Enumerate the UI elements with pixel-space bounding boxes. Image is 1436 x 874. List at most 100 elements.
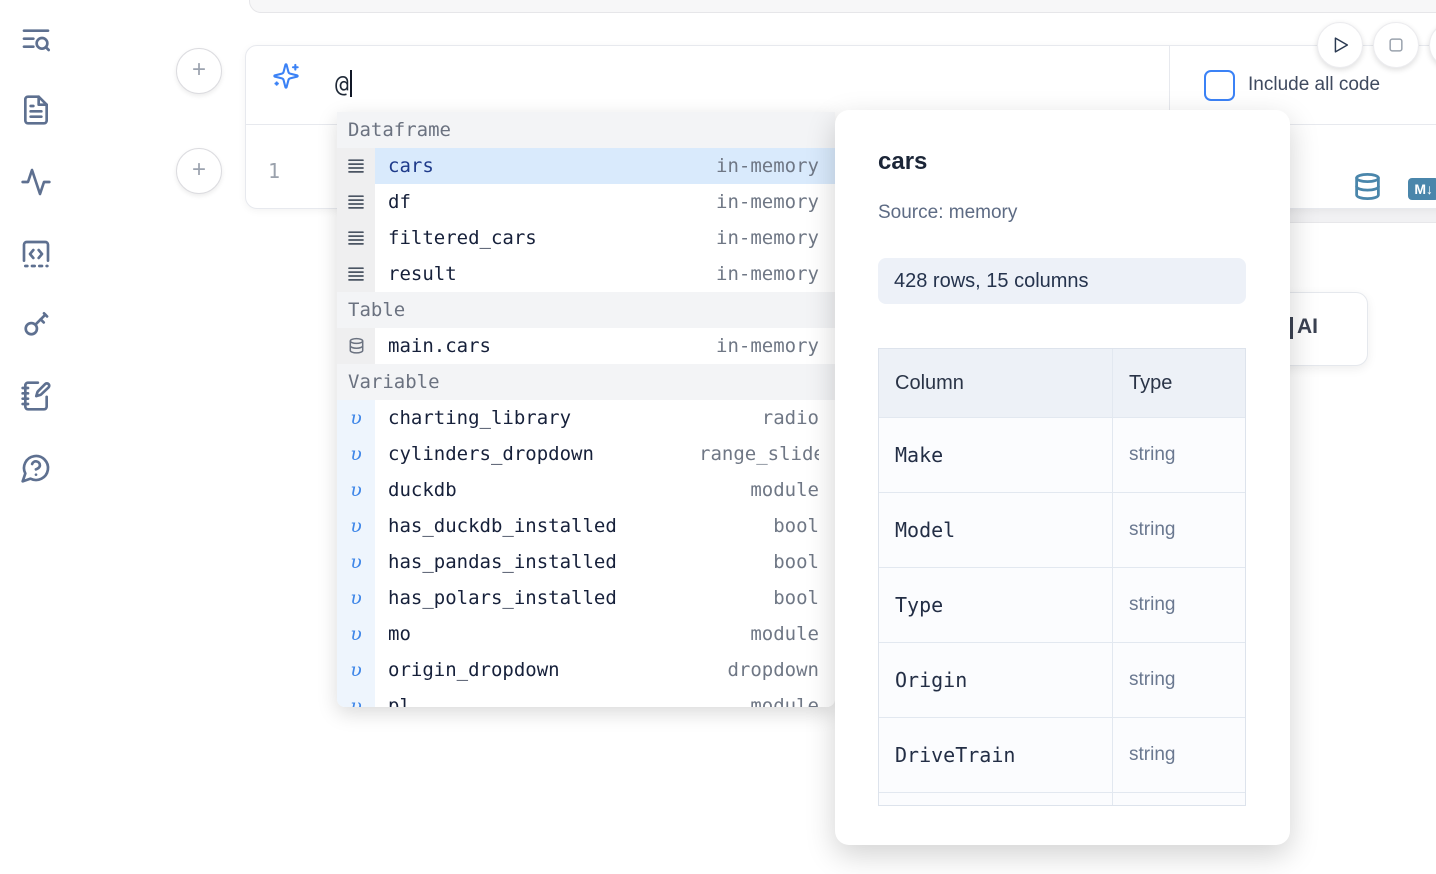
code-square-icon[interactable] (20, 238, 52, 270)
item-type: module (750, 623, 819, 645)
item-name: cars (388, 155, 434, 177)
table-row: DriveTrain string (879, 718, 1245, 793)
variable-icon: υ (337, 544, 375, 580)
variable-icon: υ (337, 472, 375, 508)
database-icon[interactable] (1353, 172, 1382, 206)
include-all-code-checkbox[interactable] (1204, 69, 1235, 101)
activity-icon[interactable] (20, 166, 52, 198)
dataframe-rows-icon (337, 184, 375, 220)
autocomplete-item[interactable]: υ has_duckdb_installed bool (337, 508, 835, 544)
autocomplete-item[interactable]: υ has_polars_installed bool (337, 580, 835, 616)
ai-prompt-input[interactable]: @ (335, 70, 352, 98)
item-name: has_polars_installed (388, 587, 617, 609)
autocomplete-item[interactable]: υ charting_library radio (337, 400, 835, 436)
table-row: Type string (879, 568, 1245, 643)
table-row: Origin string (879, 643, 1245, 718)
add-cell-below-button[interactable]: + (176, 148, 222, 194)
table-row (879, 793, 1245, 805)
list-search-icon[interactable] (20, 24, 52, 56)
item-type: module (750, 695, 819, 707)
autocomplete-item[interactable]: cars in-memory (337, 148, 835, 184)
column-cell: Model (895, 518, 956, 542)
notebook-pen-icon[interactable] (20, 380, 52, 412)
item-type: bool (773, 551, 819, 573)
dataframe-rows-icon (337, 148, 375, 184)
autocomplete-item[interactable]: result in-memory (337, 256, 835, 292)
autocomplete-item[interactable]: υ cylinders_dropdown range_slider (337, 436, 835, 472)
stop-button[interactable] (1373, 22, 1419, 68)
add-cell-above-button[interactable]: + (176, 48, 222, 94)
autocomplete-item[interactable]: df in-memory (337, 184, 835, 220)
prompt-value: @ (335, 72, 349, 98)
item-type: in-memory (716, 191, 819, 213)
item-name: charting_library (388, 407, 572, 429)
text-caret (349, 70, 352, 97)
markdown-icon[interactable]: M↓ (1408, 178, 1436, 200)
item-name: main.cars (388, 335, 491, 357)
item-type: in-memory (716, 263, 819, 285)
autocomplete-item[interactable]: filtered_cars in-memory (337, 220, 835, 256)
type-cell: string (1129, 744, 1176, 765)
previous-cell-bottom (249, 0, 1436, 13)
variable-icon: υ (337, 580, 375, 616)
file-text-icon[interactable] (20, 94, 52, 126)
autocomplete-item[interactable]: main.cars in-memory (337, 328, 835, 364)
table-row: Make string (879, 418, 1245, 493)
autocomplete-item[interactable]: υ has_pandas_installed bool (337, 544, 835, 580)
type-cell: string (1129, 594, 1176, 615)
item-type: module (750, 479, 819, 501)
item-type: bool (773, 515, 819, 537)
help-circle-icon[interactable] (20, 452, 52, 484)
item-name: pl (388, 695, 411, 707)
cell-action-buttons: M↓ (1353, 172, 1436, 206)
variable-icon: υ (337, 400, 375, 436)
dataframe-rows-icon (337, 256, 375, 292)
type-cell: string (1129, 519, 1176, 540)
item-name: cylinders_dropdown (388, 443, 594, 465)
preview-title: cars (878, 148, 928, 175)
sidebar (0, 0, 72, 874)
column-cell: Make (895, 443, 944, 467)
item-type: bool (773, 587, 819, 609)
variable-icon: υ (337, 508, 375, 544)
table-header-row: Column Type (879, 349, 1245, 418)
autocomplete-popup: Dataframe cars in-memory df in-memory fi… (337, 112, 835, 707)
variable-icon: υ (337, 616, 375, 652)
table-row: Model string (879, 493, 1245, 568)
columns-table: Column Type Make string Model string Typ… (878, 348, 1246, 806)
autocomplete-item[interactable]: υ mo module (337, 616, 835, 652)
item-type: dropdown (727, 659, 819, 681)
table-database-icon (337, 328, 375, 364)
section-header-table: Table (337, 292, 835, 328)
column-cell: Origin (895, 668, 968, 692)
item-name: has_duckdb_installed (388, 515, 617, 537)
autocomplete-item[interactable]: υ pl module (337, 688, 835, 707)
item-name: mo (388, 623, 411, 645)
type-cell: string (1129, 444, 1176, 465)
item-name: origin_dropdown (388, 659, 560, 681)
section-header-dataframe: Dataframe (337, 112, 835, 148)
divider (1169, 46, 1170, 124)
column-header: Column (895, 371, 964, 394)
autocomplete-item[interactable]: υ origin_dropdown dropdown (337, 652, 835, 688)
ai-card-label: AI (1297, 315, 1318, 338)
dataframe-rows-icon (337, 220, 375, 256)
line-number: 1 (268, 159, 281, 183)
type-cell: string (1129, 669, 1176, 690)
item-name: filtered_cars (388, 227, 537, 249)
variable-icon: υ (337, 688, 375, 707)
key-icon[interactable] (20, 308, 52, 340)
run-cell-button[interactable] (1317, 22, 1363, 68)
item-type: in-memory (716, 227, 819, 249)
include-all-code-control: Include all code (1204, 46, 1380, 124)
item-name: result (388, 263, 457, 285)
item-type: in-memory (716, 335, 819, 357)
occluded-text-fragment (1289, 317, 1293, 339)
autocomplete-item[interactable]: υ duckdb module (337, 472, 835, 508)
variable-icon: υ (337, 436, 375, 472)
column-cell: DriveTrain (895, 743, 1016, 767)
item-name: df (388, 191, 411, 213)
dataframe-preview-panel: cars Source: memory 428 rows, 15 columns… (835, 110, 1290, 845)
item-type: range_slider (699, 443, 819, 465)
